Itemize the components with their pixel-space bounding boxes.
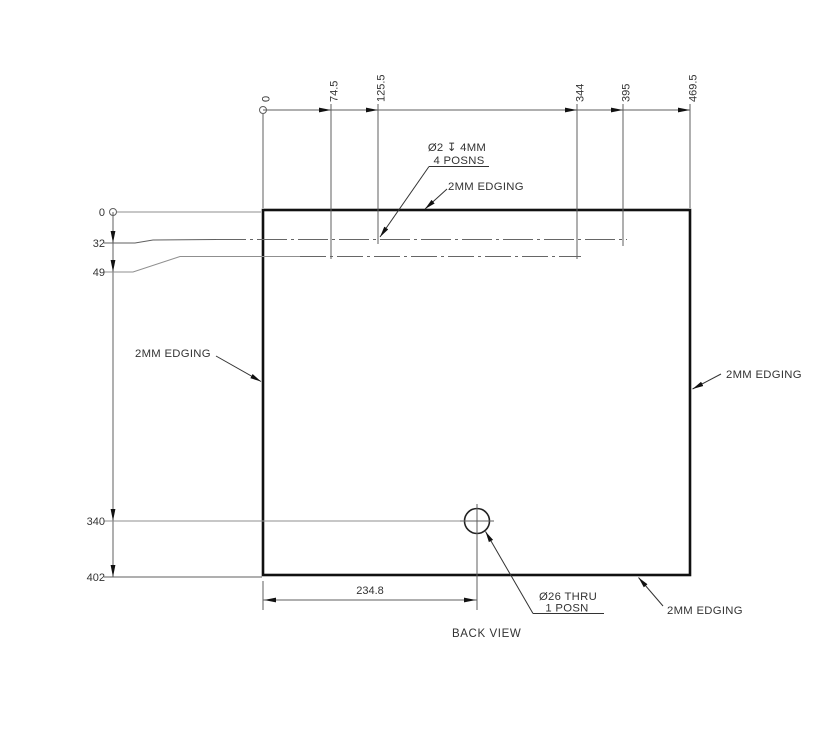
left-dim-labels: 0 32 49 340 402 [87, 207, 105, 584]
left-ordinate-dimension [104, 208, 461, 578]
small-holes-callout-line2: 4 POSNS [433, 155, 484, 167]
edging-bottom-leader [638, 577, 664, 607]
top-dim-label-3: 344 [575, 84, 587, 102]
edging-top-leader [424, 188, 448, 210]
large-hole-callout-line1: Ø26 THRU [539, 591, 597, 603]
top-dim-label-0: 0 [261, 96, 273, 102]
left-dim-label-0: 0 [99, 207, 105, 219]
leader-lines [215, 166, 722, 614]
edging-left-label: 2MM EDGING [135, 348, 211, 360]
edging-right-leader [692, 373, 722, 390]
top-dim-label-2: 125.5 [376, 74, 388, 102]
datum-circle-left [109, 208, 117, 216]
left-dim-label-1: 32 [93, 238, 105, 250]
left-dim-label-3: 340 [87, 516, 105, 528]
top-dim-label-1: 74.5 [329, 81, 341, 102]
top-dim-label-4: 395 [621, 84, 633, 102]
top-dim-label-5: 469.5 [688, 74, 700, 102]
large-hole [460, 504, 494, 610]
hole-crosshair [460, 504, 494, 610]
edging-right-label: 2MM EDGING [726, 369, 802, 381]
view-title: BACK VIEW [452, 628, 521, 640]
left-dim-arrows [110, 231, 116, 577]
large-hole-leader [485, 531, 534, 614]
top-dim-arrows [319, 107, 690, 113]
left-dim-label-4: 402 [87, 572, 105, 584]
left-dim-label-2: 49 [93, 267, 105, 279]
edging-left-leader [215, 355, 262, 382]
annotations: Ø2 ↧ 4MM 4 POSNS 2MM EDGING 2MM EDGING 2… [135, 142, 802, 640]
datum-circle-top [259, 106, 267, 114]
center-lines [216, 239, 627, 257]
width-dimension: 234.8 [262, 581, 477, 610]
top-ordinate-dimension [259, 104, 691, 259]
top-dim-labels: 0 74.5 125.5 344 395 469.5 [261, 74, 700, 102]
width-dim-value: 234.8 [356, 585, 384, 597]
small-holes-leader [379, 166, 430, 238]
small-holes-callout-line1: Ø2 ↧ 4MM [428, 142, 486, 154]
edging-top-label: 2MM EDGING [448, 181, 524, 193]
large-hole-callout-line2: 1 POSN [545, 603, 588, 615]
edging-bottom-label: 2MM EDGING [667, 605, 743, 617]
